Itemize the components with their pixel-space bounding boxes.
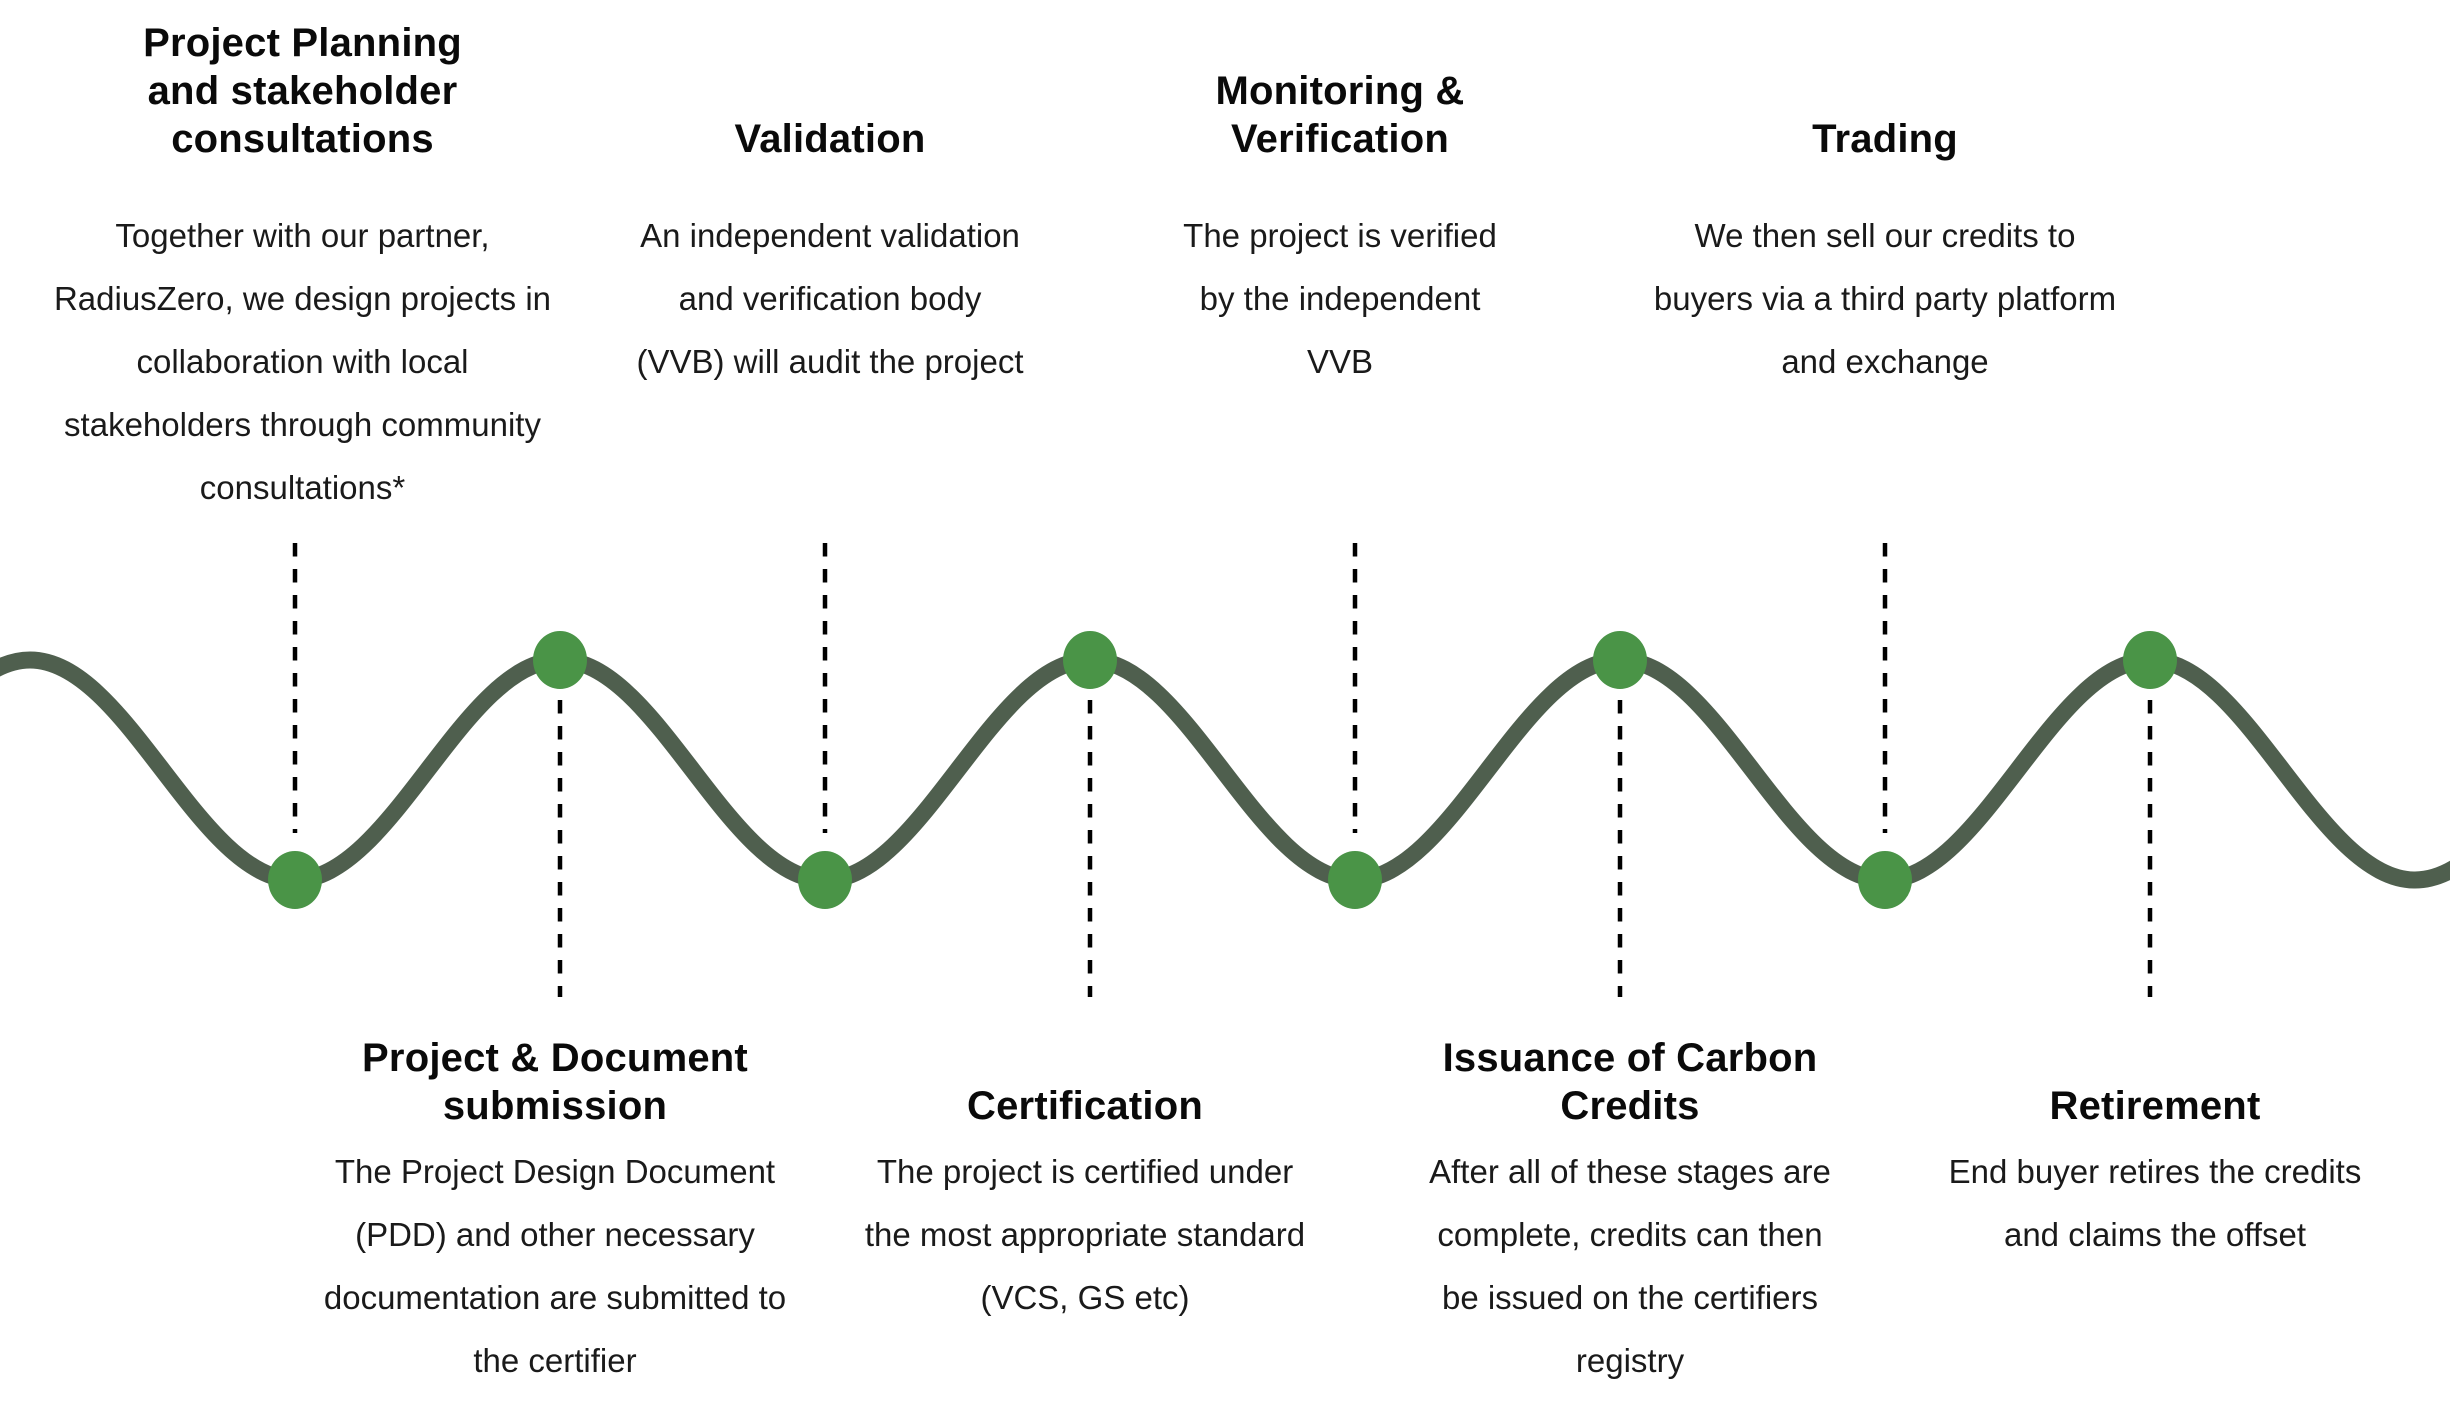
milestone-dot <box>1328 851 1382 909</box>
stage-description: An independent validation and verificati… <box>636 217 1024 380</box>
stage-title: Project Planning and stakeholder consult… <box>143 21 462 161</box>
milestone-dot <box>798 851 852 909</box>
stage-title: Certification <box>967 1084 1203 1128</box>
stage-title: Validation <box>734 117 926 161</box>
stage-retirement: Retirement End buyer retires the credits… <box>1920 1002 2390 1422</box>
milestone-dot <box>1063 631 1117 689</box>
stage-project-planning: Project Planning and stakeholder consult… <box>10 8 595 548</box>
milestone-dot <box>1593 631 1647 689</box>
stage-description: The Project Design Document (PDD) and ot… <box>323 1153 787 1379</box>
stage-certification: Certification The project is certified u… <box>830 1002 1340 1422</box>
stage-title: Project & Document submission <box>362 1036 748 1128</box>
stage-monitoring-verification: Monitoring & Verification The project is… <box>1130 8 1550 548</box>
stage-title: Issuance of Carbon Credits <box>1442 1036 1818 1128</box>
stage-project-document-submission: Project & Document submission The Projec… <box>290 1002 820 1422</box>
milestone-dot <box>2123 631 2177 689</box>
stage-description: End buyer retires the credits and claims… <box>1948 1153 2362 1253</box>
stage-description: After all of these stages are complete, … <box>1429 1153 1831 1379</box>
stage-trading: Trading We then sell our credits to buye… <box>1620 8 2150 548</box>
milestone-dot <box>533 631 587 689</box>
stage-title: Retirement <box>2049 1084 2261 1128</box>
milestone-dot <box>268 851 322 909</box>
stage-validation: Validation An independent validation and… <box>600 8 1060 548</box>
stage-issuance-carbon-credits: Issuance of Carbon Credits After all of … <box>1390 1002 1870 1422</box>
stage-title: Monitoring & Verification <box>1215 69 1465 161</box>
stage-description: Together with our partner, RadiusZero, w… <box>53 217 552 506</box>
wave-curve <box>0 651 2450 889</box>
stage-title: Trading <box>1812 117 1958 161</box>
stage-description: We then sell our credits to buyers via a… <box>1653 217 2117 380</box>
stage-description: The project is verified by the independe… <box>1183 217 1497 380</box>
stage-description: The project is certified under the most … <box>864 1153 1306 1316</box>
milestone-dot <box>1858 851 1912 909</box>
